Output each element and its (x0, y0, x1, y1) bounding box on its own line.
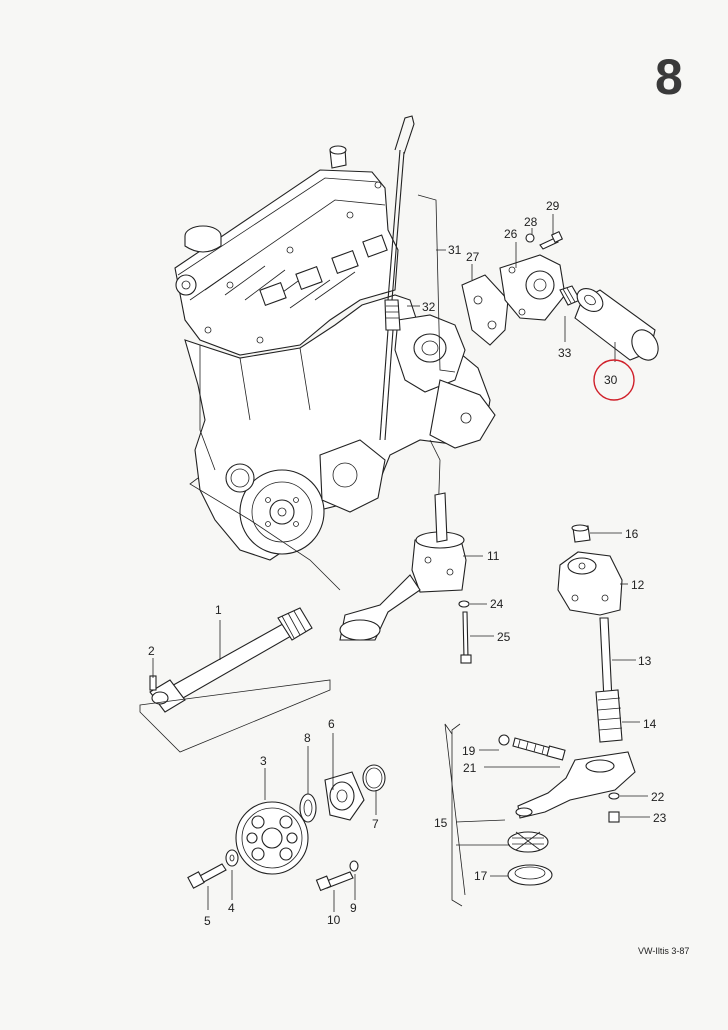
bolt-25 (460, 611, 472, 664)
sprocket-3 (235, 801, 309, 875)
washer-28 (525, 233, 535, 243)
flange-6 (324, 771, 365, 821)
seal-8 (299, 793, 317, 823)
highlight-circle-30 (593, 359, 635, 401)
callout-16: 16 (625, 527, 639, 541)
callout-21: 21 (463, 761, 477, 775)
oil-filter-30 (574, 287, 659, 361)
callout-30: 30 (604, 373, 618, 387)
callout-11: 11 (487, 549, 500, 563)
strainer-17 (507, 831, 553, 886)
callout-23: 23 (653, 811, 667, 825)
dipstick-assembly (379, 115, 456, 441)
callout-1: 1 (215, 603, 222, 617)
callout-2: 2 (148, 644, 155, 658)
bolt-19 (498, 734, 510, 746)
callout-12: 12 (631, 578, 645, 592)
suction-pipe-15 (515, 751, 636, 819)
callout-10: 10 (327, 913, 341, 927)
bolt-10 (315, 860, 359, 892)
callout-labels: 2 1 3 4 5 6 7 8 9 10 11 12 13 14 15 16 1… (148, 199, 667, 928)
bolt-29 (525, 230, 564, 250)
callout-3: 3 (260, 754, 267, 768)
washer-22 (608, 792, 620, 800)
callout-14: 14 (643, 717, 657, 731)
drive-shaft-13 (599, 617, 613, 701)
callout-8: 8 (304, 731, 311, 745)
callout-22: 22 (651, 790, 665, 804)
intermediate-shaft-1 (139, 607, 331, 753)
callout-6: 6 (328, 717, 335, 731)
callout-7: 7 (372, 817, 379, 831)
bolt-21 (512, 737, 566, 761)
callout-26: 26 (504, 227, 518, 241)
callout-29: 29 (546, 199, 560, 213)
threaded-connection-33 (559, 285, 581, 306)
callout-28: 28 (524, 215, 538, 229)
lock-washer-9 (349, 860, 359, 872)
oil-pump-11 (339, 492, 467, 641)
bolt-23 (608, 811, 620, 823)
callout-13: 13 (638, 654, 652, 668)
callout-4: 4 (228, 901, 235, 915)
engine-block (174, 145, 496, 591)
callout-9: 9 (350, 901, 357, 915)
callout-31: 31 (448, 243, 462, 257)
oil-pump-housing-12 (557, 551, 623, 616)
bolt-5 (187, 863, 227, 889)
callout-32: 32 (422, 300, 436, 314)
washer-4 (225, 849, 239, 867)
shaft-end-2 (151, 691, 169, 705)
callout-19: 19 (462, 744, 476, 758)
callout-24: 24 (490, 597, 504, 611)
leader-lines (152, 214, 650, 912)
washer-24 (458, 600, 470, 608)
dipstick-handle (394, 115, 415, 155)
callout-5: 5 (204, 914, 211, 928)
callout-15: 15 (434, 816, 448, 830)
gear-14 (595, 689, 623, 743)
callout-27: 27 (466, 250, 480, 264)
cap-16 (571, 524, 591, 543)
callout-25: 25 (497, 630, 511, 644)
o-ring-7 (362, 764, 386, 792)
oil-filter-flange-27 (461, 274, 509, 346)
callout-17: 17 (474, 869, 488, 883)
callout-33: 33 (558, 346, 572, 360)
footer-reference: VW-Iltis 3-87 (638, 946, 690, 956)
oil-filter-bracket-26 (499, 254, 566, 321)
page-number: 8 (655, 49, 683, 105)
